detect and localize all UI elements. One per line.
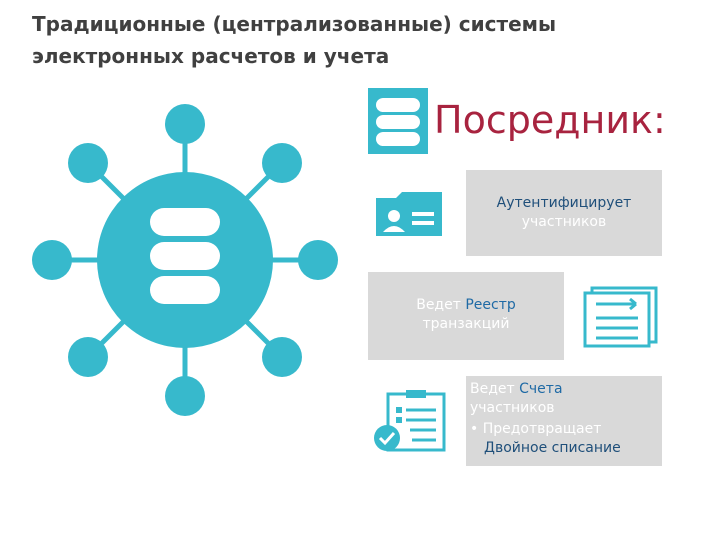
role-registry-line-1: Ведет Реестр (368, 296, 564, 315)
hub-node-right (298, 240, 338, 280)
hub-node-top (165, 104, 205, 144)
role-accounts: Ведет Счета участников • Предотвращает Д… (466, 376, 662, 466)
id-card-folder-icon (376, 192, 442, 236)
hub-node-bottom-left (68, 337, 108, 377)
database-hub-icon (32, 104, 338, 416)
slide-title-line-1: Традиционные (централизованные) системы (32, 12, 557, 36)
role-authenticates-line-2: участников (521, 214, 607, 230)
slide-title-line-2: электронных расчетов и учета (32, 44, 390, 68)
database-icon (368, 88, 428, 154)
hub-db-layer-3 (150, 276, 220, 304)
clipboard-check-icon (374, 390, 446, 452)
role-accounts-bullet: • Предотвращает (470, 420, 662, 439)
role-accounts-bullet-text: Предотвращает (482, 421, 602, 437)
role-accounts-accent: Счета (519, 381, 563, 397)
role-registry-prefix: Ведет (416, 297, 466, 313)
role-registry-accent: Реестр (465, 297, 516, 313)
hub-node-top-left (68, 143, 108, 183)
intermediary-header: Посредник: (368, 88, 688, 158)
role-authenticates: Аутентифицирует участников (466, 170, 662, 256)
role-accounts-bullet-text-2: Двойное списание (484, 440, 621, 456)
hub-node-bottom-right (262, 337, 302, 377)
document-transfer-icon (583, 286, 658, 348)
hub-node-left (32, 240, 72, 280)
slide-title: Традиционные (централизованные) системы … (32, 8, 712, 72)
role-accounts-line-1: Ведет Счета (470, 380, 662, 399)
hub-database-symbol (150, 208, 220, 304)
role-accounts-prefix: Ведет (470, 381, 520, 397)
role-registry: Ведет Реестр транзакций (368, 272, 564, 360)
hub-node-bottom (165, 376, 205, 416)
hub-db-layer-2 (150, 242, 220, 270)
role-registry-line-2: транзакций (422, 316, 510, 332)
intermediary-label: Посредник: (434, 98, 666, 142)
role-accounts-line-2: участников (470, 400, 555, 416)
role-authenticates-line-1: Аутентифицирует (496, 195, 632, 211)
bullet-marker: • (470, 421, 479, 437)
hub-db-layer-1 (150, 208, 220, 236)
hub-node-top-right (262, 143, 302, 183)
